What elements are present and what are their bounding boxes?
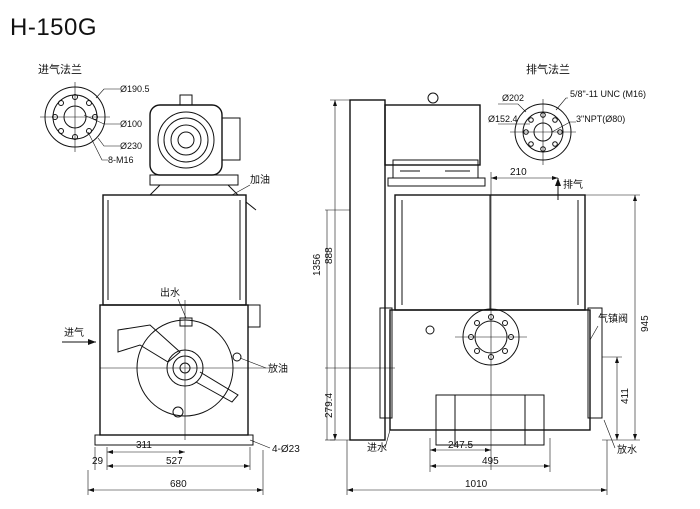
dim-247: 247.5 bbox=[448, 440, 473, 451]
oil-fill-label: 加油 bbox=[250, 173, 270, 186]
exhaust-dim-202: Ø202 bbox=[502, 93, 524, 103]
right-motor bbox=[384, 92, 486, 187]
dim-1356: 1356 bbox=[312, 253, 323, 276]
dim-945: 945 bbox=[640, 315, 651, 332]
water-drain-label: 放水 bbox=[617, 443, 637, 456]
right-dimensions: 1356 888 279.4 210 945 411 bbox=[312, 99, 651, 495]
dim-888: 888 bbox=[324, 247, 335, 264]
exhaust-dim-unc: 5/8"-11 UNC (M16) bbox=[570, 89, 646, 99]
water-out-label: 出水 bbox=[160, 286, 180, 299]
left-body bbox=[94, 194, 270, 446]
right-body bbox=[379, 180, 603, 470]
dim-411: 411 bbox=[620, 388, 631, 404]
oil-drain-label: 放油 bbox=[268, 362, 288, 375]
dim-680: 680 bbox=[170, 479, 187, 490]
page-title: H-150G bbox=[10, 14, 98, 41]
dim-527: 527 bbox=[166, 456, 183, 467]
dim-29: 29 bbox=[92, 456, 104, 467]
exhaust-dim-152: Ø152.4 bbox=[488, 114, 518, 124]
dim-279: 279.4 bbox=[324, 393, 335, 418]
inlet-dim-230: Ø230 bbox=[120, 141, 142, 151]
inlet-dim-190: Ø190.5 bbox=[120, 84, 150, 94]
inlet-flange-detail: 进气法兰 Ø190.5 Ø100 Ø230 8-M16 bbox=[38, 62, 150, 165]
exhaust-dim-npt: 3"NPT(Ø80) bbox=[576, 114, 625, 124]
water-in-label: 进水 bbox=[367, 442, 387, 454]
inlet-dim-holes: 8-M16 bbox=[108, 155, 134, 165]
inlet-flange-label: 进气法兰 bbox=[38, 62, 82, 76]
dim-495: 495 bbox=[482, 456, 499, 467]
left-motor bbox=[149, 94, 241, 196]
hole-label: 4-Ø23 bbox=[272, 444, 300, 455]
dim-210: 210 bbox=[510, 167, 527, 178]
exhaust-label: 排气 bbox=[563, 178, 583, 191]
left-view: 进气法兰 Ø190.5 Ø100 Ø230 8-M16 bbox=[38, 62, 300, 495]
exhaust-flange-detail: 排气法兰 Ø202 Ø152.4 5/8"-11 UNC (M16) 3"NPT… bbox=[488, 62, 646, 165]
side-frame bbox=[349, 99, 386, 441]
dim-1010: 1010 bbox=[465, 479, 488, 490]
gas-ballast-label: 气镇阀 bbox=[598, 312, 628, 325]
right-view: 排气法兰 Ø202 Ø152.4 5/8"-11 UNC (M16) 3"NPT… bbox=[312, 62, 651, 495]
left-dimensions: 311 527 29 680 bbox=[87, 440, 264, 495]
exhaust-flange-label: 排气法兰 bbox=[526, 62, 570, 76]
dim-311: 311 bbox=[136, 440, 152, 451]
inlet-label: 进气 bbox=[64, 326, 84, 339]
inlet-dim-100: Ø100 bbox=[120, 119, 142, 129]
